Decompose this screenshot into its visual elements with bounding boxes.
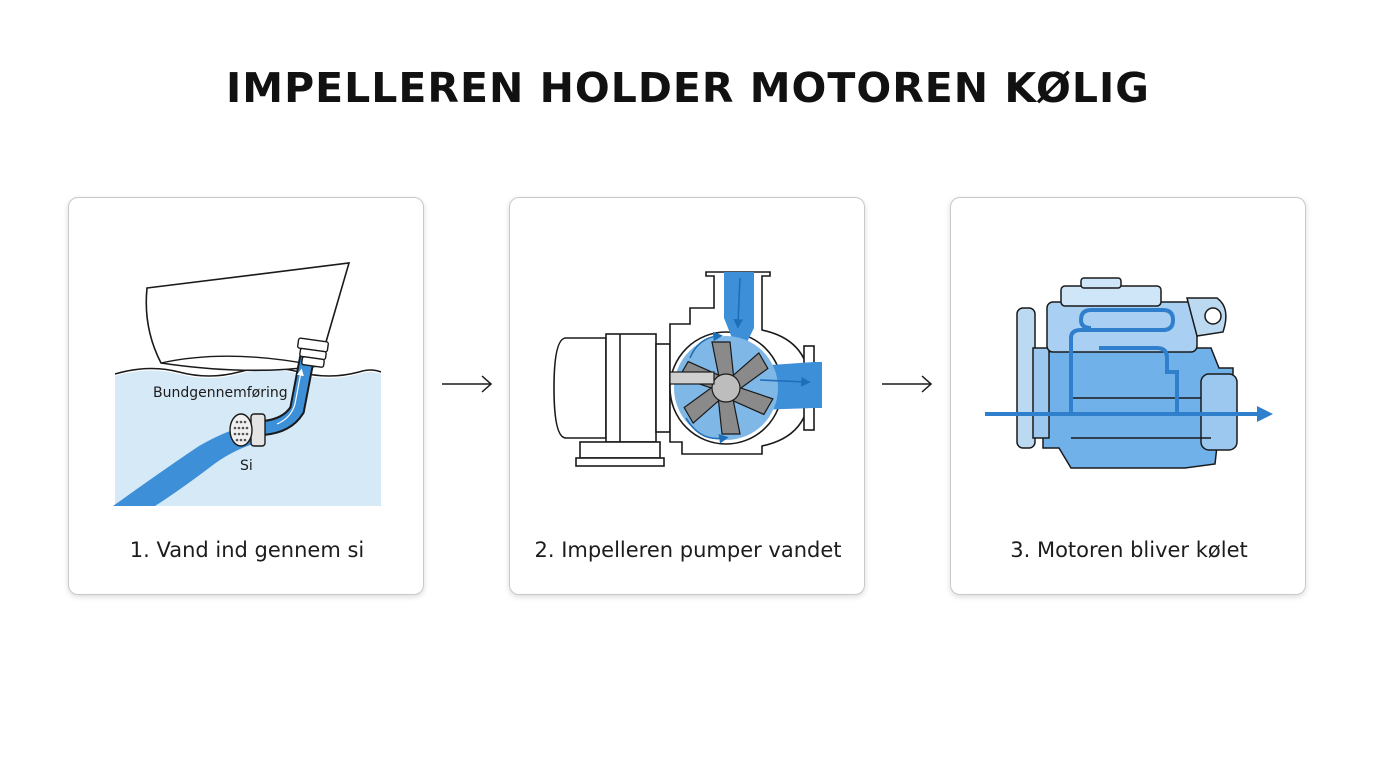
step-1-panel: Bundgennemføring Si 1. Vand ind gennem s… bbox=[68, 197, 424, 595]
strainer-icon bbox=[229, 413, 266, 447]
engine-illustration bbox=[985, 277, 1273, 469]
step-1-caption: 1. Vand ind gennem si bbox=[129, 538, 365, 562]
step-2-panel: 2. Impelleren pumper vandet bbox=[509, 197, 865, 595]
boat-intake-illustration bbox=[113, 262, 382, 506]
through-hull-label: Bundgennemføring bbox=[153, 385, 288, 401]
right-arrow-icon bbox=[882, 375, 933, 393]
right-arrow-icon bbox=[442, 375, 493, 393]
strainer-label: Si bbox=[240, 458, 253, 474]
diagram-title: IMPELLEREN HOLDER MOTOREN KØLIG bbox=[226, 64, 1150, 112]
step-3-panel: 3. Motoren bliver kølet bbox=[950, 197, 1306, 595]
step-3-caption: 3. Motoren bliver kølet bbox=[1010, 538, 1248, 562]
pump-illustration bbox=[553, 271, 822, 467]
engine-icon bbox=[1016, 277, 1238, 469]
step-2-caption: 2. Impelleren pumper vandet bbox=[534, 538, 842, 562]
impeller-icon bbox=[678, 341, 774, 435]
